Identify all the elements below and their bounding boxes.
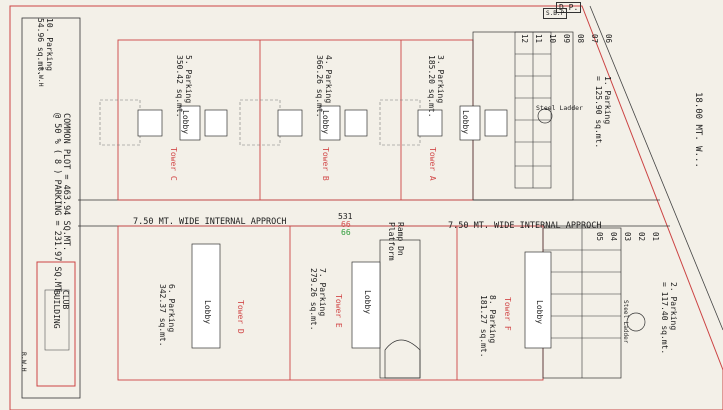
sbp-tag: S.B.P bbox=[543, 8, 568, 19]
club-building-outline bbox=[36, 261, 76, 387]
shop-12: 12 bbox=[520, 34, 529, 44]
shop-05: 05 bbox=[595, 232, 604, 242]
center-number-green: 66 bbox=[341, 228, 351, 237]
parking-6-title: 6. Parking bbox=[167, 284, 176, 333]
center-number-531: 531 bbox=[338, 212, 353, 221]
top-shop-row: 12 11 10 09 08 07 06 bbox=[515, 34, 613, 43]
parking-3-area: 185.20 sq.mt. bbox=[427, 55, 436, 118]
parking-1-title: 1. Parking bbox=[603, 76, 612, 125]
lower-shop-grid bbox=[543, 228, 621, 378]
shop-06: 06 bbox=[604, 34, 613, 44]
common-plot-area: COMMON PLOT = 463.94 SQ.MT. bbox=[61, 113, 71, 252]
lobby-d-label: Lobby bbox=[203, 300, 212, 325]
shop-10: 10 bbox=[548, 34, 557, 44]
club-line-1: CLUB bbox=[61, 290, 70, 310]
approach-label-left: 7.50 MT. WIDE INTERNAL APPROCH bbox=[133, 217, 287, 227]
parking-8-area: 181.27 sq.mt. bbox=[479, 295, 488, 358]
lobby-b-label: Lobby bbox=[321, 110, 330, 135]
road-edge bbox=[589, 5, 723, 331]
club-line-2: BUILDING bbox=[52, 290, 61, 329]
tower-f-label: Tower F bbox=[503, 297, 512, 331]
tower-a-label: Tower A bbox=[428, 147, 437, 181]
plot-boundary bbox=[9, 5, 723, 410]
steel-ladder-top-label: Steel Ladder bbox=[536, 104, 583, 112]
parking-3-label: 3. Parking 185.20 sq.mt. bbox=[427, 55, 445, 118]
ramp-label: Ramp Dn Platform bbox=[387, 222, 405, 261]
parking-3-title: 3. Parking bbox=[436, 55, 445, 104]
parking-7-area: 279.26 sq.mt. bbox=[309, 268, 318, 331]
parking-8-label: 8. Parking 181.27 sq.mt. bbox=[479, 295, 497, 358]
shop-03: 03 bbox=[623, 232, 632, 242]
parking-2-area: = 117.40 sq.mt. bbox=[660, 282, 669, 355]
club-inner bbox=[44, 289, 70, 351]
shop-11: 11 bbox=[534, 34, 543, 44]
bottom-shop-row: 05 04 03 02 01 bbox=[590, 232, 660, 241]
parking-2-label: 2. Parking = 117.40 sq.mt. bbox=[660, 282, 678, 354]
upper-lobby-cores bbox=[137, 105, 508, 141]
lobby-c-label: Lobby bbox=[181, 110, 190, 135]
road-label: 18.00 MT. W... bbox=[693, 92, 703, 168]
approach-label-right: 7.50 MT. WIDE INTERNAL APPROCH bbox=[448, 221, 602, 231]
lobby-f-label: Lobby bbox=[535, 300, 544, 325]
dp-tag: D.P. bbox=[556, 2, 582, 13]
common-plot-label: COMMON PLOT = 463.94 SQ.MT. @ 50 % ( 8 )… bbox=[52, 113, 71, 298]
lobby-a-label: Lobby bbox=[461, 110, 470, 135]
top-shop-numbers: 12 11 10 09 08 07 06 bbox=[515, 34, 613, 43]
ramp-line-2: Platform bbox=[387, 222, 396, 261]
shop-02: 02 bbox=[637, 232, 646, 242]
parking-4-label: 4. Parking 366.26 sq.mt. bbox=[315, 55, 333, 118]
ramp-curve bbox=[384, 339, 421, 379]
common-plot-strip bbox=[21, 17, 81, 399]
shop-07: 07 bbox=[590, 34, 599, 44]
common-plot-parking: @ 50 % ( 8 ) PARKING = 231.97 SQ.MT. bbox=[52, 113, 62, 298]
lobby-e-label: Lobby bbox=[363, 290, 372, 315]
parking-4-title: 4. Parking bbox=[324, 55, 333, 104]
tower-d-label: Tower D bbox=[236, 300, 245, 334]
parking-1-area: = 125.90 sq.mt. bbox=[594, 76, 603, 149]
parking-5-title: 5. Parking bbox=[184, 55, 193, 104]
shop-09: 09 bbox=[562, 34, 571, 44]
steel-ladder-bottom-icon bbox=[626, 312, 646, 332]
parking-4-area: 366.26 sq.mt. bbox=[315, 55, 324, 118]
parking-5-label: 5. Parking 350.42 sq.mt. bbox=[175, 55, 193, 118]
parking-1-label: 1. Parking = 125.90 sq.mt. bbox=[594, 76, 612, 148]
club-building-label: CLUB BUILDING bbox=[52, 290, 70, 329]
parking-6-area: 342.37 sq.mt. bbox=[158, 284, 167, 347]
parking-8-title: 8. Parking bbox=[488, 295, 497, 344]
parking-7-label: 7. Parking 279.26 sq.mt. bbox=[309, 268, 327, 331]
parking-6-label: 6. Parking 342.37 sq.mt. bbox=[158, 284, 176, 347]
shop-08: 08 bbox=[576, 34, 585, 44]
ramp-outline bbox=[379, 239, 421, 379]
tower-e-label: Tower E bbox=[334, 294, 343, 328]
steel-ladder-top-icon bbox=[537, 108, 553, 124]
rwh-bottom-label: R.W.H bbox=[20, 352, 28, 372]
tower-b-label: Tower B bbox=[321, 147, 330, 181]
parking-7-title: 7. Parking bbox=[318, 268, 327, 317]
parking-5-area: 350.42 sq.mt. bbox=[175, 55, 184, 118]
shop-01: 01 bbox=[651, 232, 660, 242]
ramp-line-1: Ramp Dn bbox=[396, 222, 405, 256]
parking-2-title: 2. Parking bbox=[669, 282, 678, 331]
rwh-top-label: R.W.H bbox=[37, 67, 45, 87]
steel-ladder-bottom-label: Steel Ladder bbox=[622, 300, 629, 344]
parking-10-title: 10. Parking bbox=[45, 18, 54, 71]
center-number-red: 66 bbox=[341, 220, 351, 229]
lower-lobby-cores bbox=[191, 243, 552, 349]
tower-c-label: Tower C bbox=[169, 147, 178, 181]
shop-04: 04 bbox=[609, 232, 618, 242]
upper-shop-grid bbox=[514, 31, 552, 189]
